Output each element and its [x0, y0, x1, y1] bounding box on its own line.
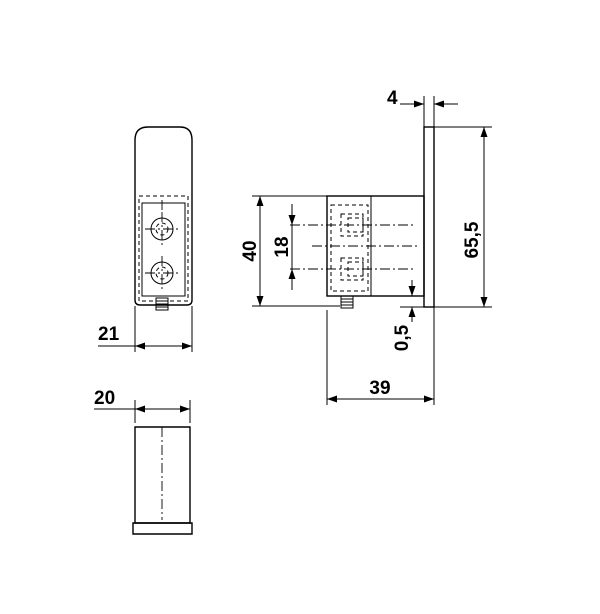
set-screw-profile [340, 295, 354, 309]
profile-view [252, 96, 492, 405]
side-view [94, 400, 193, 535]
dimension-label-39: 39 [369, 378, 390, 399]
set-screw [155, 297, 169, 311]
front-view [98, 126, 193, 352]
dimension-label-40: 40 [240, 240, 261, 261]
dimension-label-18: 18 [272, 236, 293, 257]
mounting-hole-upper [145, 212, 179, 246]
mounting-hole-lower [145, 256, 179, 290]
dimension-label-65-5: 65,5 [462, 221, 483, 258]
dimension-label-21: 21 [98, 324, 120, 345]
dimension-label-4: 4 [387, 88, 398, 109]
dimension-label-0-5: 0,5 [392, 324, 413, 351]
dimension-label-20: 20 [94, 388, 115, 409]
